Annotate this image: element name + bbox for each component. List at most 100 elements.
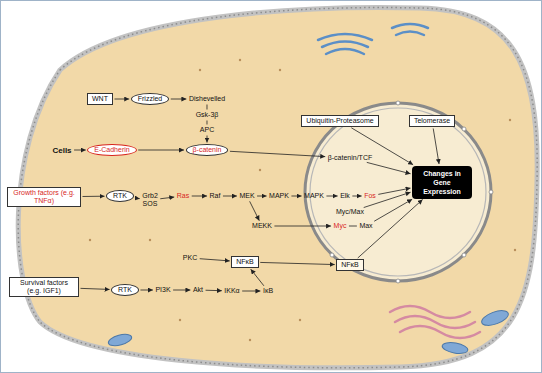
pathway-step: MAPK (303, 192, 325, 200)
node-text: E-Cadherin (94, 146, 129, 154)
pathway-step: MEK (238, 192, 255, 200)
ribosome (89, 239, 91, 241)
node-text: APC (200, 126, 214, 134)
input-box: Survival factors (e.g. IGF1) (9, 277, 79, 297)
er-fold (390, 306, 470, 318)
node-text: RTK (118, 286, 132, 294)
pathway-arrow (206, 290, 222, 291)
golgi-cisterna (396, 32, 424, 36)
pathway-step: Elk (339, 192, 351, 200)
node-text: Grb2 (142, 192, 158, 200)
pathway-arrow (291, 196, 301, 197)
process-box: Telomerase (409, 115, 455, 127)
pathway-step: Max (358, 222, 373, 230)
golgi-apparatus (318, 24, 428, 54)
mitochondria (107, 308, 510, 356)
node-text: SOS (142, 200, 158, 208)
nuclear-pores (330, 101, 493, 283)
pathway-arrow (140, 290, 152, 291)
mitochondrion (441, 341, 468, 355)
node-text: Changes in Gene Expression (415, 169, 469, 196)
factor-box: NFκB (336, 259, 364, 271)
pathway-arrow (160, 197, 174, 199)
pathway-step: APC (199, 126, 215, 134)
pathway-step: IKKα (223, 287, 240, 295)
node-text: Raf (210, 192, 221, 200)
pathway-arrow (364, 192, 411, 207)
node-text: MEK (239, 192, 254, 200)
node-text: Dishevelled (189, 95, 225, 103)
receptor-oval: Frizzled (131, 93, 170, 105)
pathway-arrow (367, 162, 411, 173)
pathway-arrow (230, 151, 325, 156)
ribosome (259, 169, 261, 171)
node-text: Myc (334, 222, 347, 230)
node-text: Cells (52, 146, 71, 155)
node-text: IKKα (224, 287, 239, 295)
pathway-step: PKC (182, 254, 198, 262)
nuclear-pore (462, 127, 466, 131)
pathway-arrow (206, 105, 207, 110)
pathway-step: Dishevelled (188, 95, 226, 103)
ribosome (279, 69, 281, 71)
oncoprotein-oval: β-catenin (186, 144, 229, 156)
node-text: Gsk-3β (196, 111, 219, 119)
node-text: Survival factors (e.g. IGF1) (14, 279, 74, 295)
membrane-dots (18, 8, 537, 368)
pathway-arrow (207, 136, 208, 143)
receptor-oval: RTK (111, 284, 139, 296)
pathway-step: MAPK (268, 192, 290, 200)
pathway-step: Myc/Max (335, 208, 365, 216)
node-text: β-catenin (193, 146, 222, 154)
node-text: IκB (263, 287, 273, 295)
pathway-arrow (192, 196, 207, 197)
pathway-step: Grb2SOS (141, 192, 159, 208)
pathway-arrow (349, 226, 357, 227)
node-text: PKC (183, 254, 197, 262)
pathway-arrow (242, 291, 260, 292)
process-box: Ubiquitin-Proteasome (301, 115, 378, 127)
pathway-step: Gsk-3β (195, 111, 220, 119)
ribosome (299, 319, 301, 321)
pathway-arrow (274, 226, 331, 227)
node-text: NFκB (236, 258, 254, 266)
node-text: PI3K (155, 286, 170, 294)
nuclear-envelope (305, 103, 491, 281)
node-text: WNT (92, 95, 108, 103)
ribosomes (89, 59, 516, 341)
receptor-oval: RTK (106, 190, 134, 202)
nuclear-pore (462, 253, 466, 257)
oncogene-step: Ras (176, 192, 190, 200)
cell-membrane (18, 8, 537, 368)
pathway-arrow (326, 196, 337, 197)
pathway-step: Raf (209, 192, 222, 200)
ribosome (199, 69, 201, 71)
node-text: MEKK (252, 222, 272, 230)
mitochondrion (107, 332, 133, 348)
pathway-step: MEKK (251, 222, 273, 230)
node-text: Elk (340, 192, 350, 200)
node-text: Myc/Max (336, 208, 364, 216)
ribosome (179, 319, 181, 321)
ribosome (149, 239, 151, 241)
nuclear-pore (396, 101, 400, 105)
node-text: β-catenin/TCF (328, 154, 372, 162)
node-text: Telomerase (414, 117, 450, 125)
oncoprotein-oval: E-Cadherin (87, 144, 136, 156)
pathway-arrow (138, 150, 184, 151)
mitochondrion (480, 308, 510, 329)
node-text: Max (359, 222, 372, 230)
nuclear-envelope-inner (310, 108, 486, 276)
nuclear-pore (396, 279, 400, 283)
pathway-arrow (257, 196, 267, 197)
pathway-step: IκB (262, 287, 274, 295)
node-text: Fos (364, 192, 376, 200)
pathway-arrow (250, 201, 260, 220)
input-box: Growth factors (e.g. TNFα) (7, 187, 81, 207)
endoplasmic-reticulum (390, 306, 480, 338)
oncogene-step: Fos (363, 192, 377, 200)
golgi-cisterna (318, 34, 372, 40)
pathway-arrow (173, 290, 190, 291)
pathway-step: β-catenin/TCF (327, 154, 373, 162)
nuclear-pore (330, 253, 334, 257)
